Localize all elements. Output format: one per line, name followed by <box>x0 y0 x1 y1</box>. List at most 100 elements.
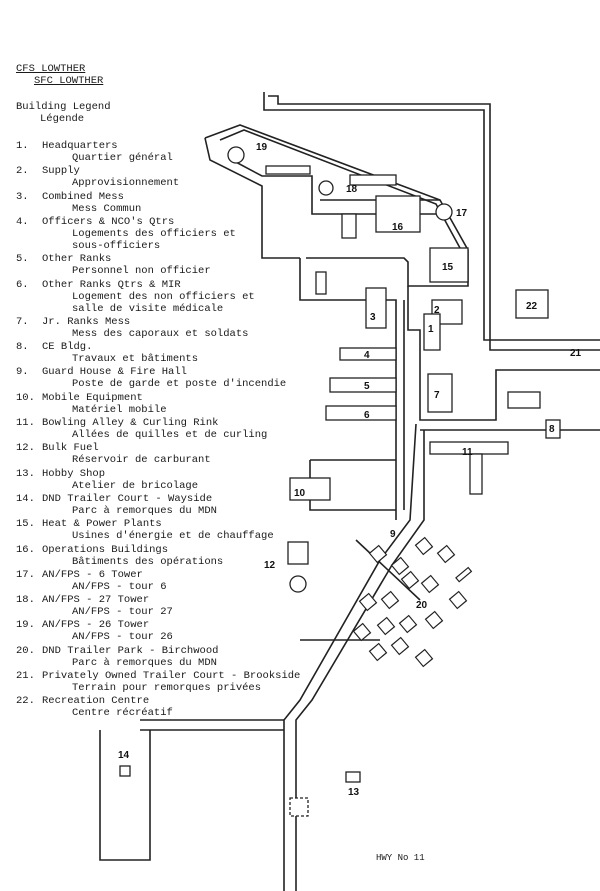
legend-french: Allées de quilles et de curling <box>72 429 268 441</box>
legend-item-20: 20. DND Trailer Park - Birchwood <box>16 645 218 657</box>
legend-item-18: 18. AN/FPS - 27 Tower <box>16 594 149 606</box>
building-7 <box>427 373 453 413</box>
map-label-11: 11 <box>462 447 473 458</box>
legend-number: 8. <box>16 341 29 354</box>
legend-item-13: 13. Hobby Shop <box>16 468 105 480</box>
map-label-1: 1 <box>428 324 434 335</box>
map-label-3: 3 <box>370 312 376 323</box>
legend-number: 1. <box>16 140 29 152</box>
building-13 <box>345 771 361 783</box>
legend-english: Operations Buildings <box>42 543 169 556</box>
legend-english: Heat & Power Plants <box>42 518 162 531</box>
legend-title-fr: Légende <box>40 113 85 125</box>
map-label-15: 15 <box>442 262 454 273</box>
legend-french: AN/FPS - tour 26 <box>72 631 173 644</box>
building-6 <box>325 405 397 421</box>
legend-item-1: 1.Headquarters <box>16 140 118 152</box>
tower-19-circle <box>227 146 245 164</box>
legend-french: Parc à remorques du MDN <box>72 656 217 669</box>
building-1 <box>423 313 441 351</box>
legend-number: 7. <box>16 315 29 328</box>
map-label-17: 17 <box>456 208 468 219</box>
legend-item-17: 17.AN/FPS - 6 Tower <box>16 569 143 581</box>
legend-number: 22. <box>16 695 35 708</box>
legend-english: Other Ranks Qtrs & MIR <box>42 278 181 291</box>
legend-item-11: 11.Bowling Alley & Curling Rink <box>16 417 218 429</box>
map-label-2: 2 <box>434 305 440 316</box>
legend-french: Approvisionnement <box>72 177 180 190</box>
legend-english: DND Trailer Park - Birchwood <box>42 644 219 657</box>
map-label-22: 22 <box>526 301 538 312</box>
legend-french: Réservoir de carburant <box>72 454 211 467</box>
building-11 <box>429 441 509 455</box>
legend-french: Atelier de bricolage <box>72 479 199 492</box>
legend-item-5: 5.Other Ranks <box>16 253 111 265</box>
legend-english: Recreation Centre <box>42 695 150 708</box>
legend-number: 4. <box>16 215 29 228</box>
bulk-fuel-circle <box>289 575 307 593</box>
legend-item-7: 7. Jr. Ranks Mess <box>16 316 130 328</box>
legend-number: 15. <box>16 518 35 531</box>
legend-number: 6. <box>16 278 29 291</box>
legend-english: AN/FPS - 6 Tower <box>42 568 143 581</box>
legend-number: 18. <box>16 594 35 607</box>
building-16 <box>375 195 421 233</box>
tower-17-circle <box>435 203 453 221</box>
legend-french: sous-officiers <box>72 239 161 252</box>
legend-french: Mess Commun <box>72 202 142 215</box>
legend-english: Jr. Ranks Mess <box>42 315 131 328</box>
legend-item-22: 22. Recreation Centre <box>16 695 149 707</box>
legend-item-19: 19. AN/FPS - 26 Tower <box>16 619 149 631</box>
legend-english: Officers & NCO's Qtrs <box>42 215 175 228</box>
legend-item-21: 21.Privately Owned Trailer Court - Brook… <box>16 670 300 682</box>
legend-english: Privately Owned Trailer Court - Brooksid… <box>42 670 301 682</box>
legend-item-2: 2.Supply <box>16 165 80 177</box>
legend-number: 12. <box>16 442 35 455</box>
map-subtitle: SFC LOWTHER <box>34 75 104 87</box>
map-label-12: 12 <box>264 560 276 571</box>
legend-item-15: 15. Heat & Power Plants <box>16 518 162 530</box>
building-3 <box>365 287 387 329</box>
map-label-13: 13 <box>348 787 360 798</box>
legend-number: 5. <box>16 253 29 266</box>
legend-french: Terrain pour remorques privées <box>72 682 262 694</box>
map-label-5: 5 <box>364 381 370 392</box>
map-label-21: 21 <box>570 348 582 359</box>
legend-french: Parc à remorques du MDN <box>72 504 217 517</box>
legend-french: AN/FPS - tour 27 <box>72 606 173 619</box>
legend-number: 20. <box>16 644 35 657</box>
legend-item-9: 9.Guard House & Fire Hall <box>16 366 187 378</box>
tower-18-circle <box>318 180 334 196</box>
legend-french: salle de visite médicale <box>72 302 224 315</box>
legend-number: 19. <box>16 619 35 632</box>
legend-number: 14. <box>16 492 35 505</box>
legend-number: 13. <box>16 467 35 480</box>
building-15 <box>429 247 469 283</box>
main-road <box>283 423 417 891</box>
map-label-7: 7 <box>434 390 440 401</box>
legend-french: AN/FPS - tour 6 <box>72 580 167 593</box>
building-5 <box>329 377 397 393</box>
legend-english: AN/FPS - 26 Tower <box>42 619 150 632</box>
legend-english: Hobby Shop <box>42 467 106 480</box>
perimeter-road-outer <box>263 92 496 341</box>
legend-french: Logements des officiers et <box>72 227 236 240</box>
legend-number: 10. <box>16 391 35 404</box>
legend-item-12: 12. Bulk Fuel <box>16 442 99 454</box>
legend-french: Travaux et bâtiments <box>72 353 199 366</box>
map-label-6: 6 <box>364 410 370 421</box>
legend-english: Guard House & Fire Hall <box>42 366 187 379</box>
legend-item-6: 6. Other Ranks Qtrs & MIR <box>16 279 181 291</box>
legend-english: Bulk Fuel <box>42 442 99 455</box>
legend-item-4: 4. Officers & NCO's Qtrs <box>16 216 174 228</box>
building-22 <box>515 289 549 319</box>
map-label-19: 19 <box>256 142 268 153</box>
legend-english: AN/FPS - 27 Tower <box>42 594 150 607</box>
legend-item-14: 14.DND Trailer Court - Wayside <box>16 493 212 505</box>
legend-number: 11. <box>16 417 35 429</box>
map-label-10: 10 <box>294 488 306 499</box>
legend-french: Logement des non officiers et <box>72 290 255 303</box>
legend-item-16: 16.Operations Buildings <box>16 544 168 556</box>
building-8 <box>545 419 561 439</box>
